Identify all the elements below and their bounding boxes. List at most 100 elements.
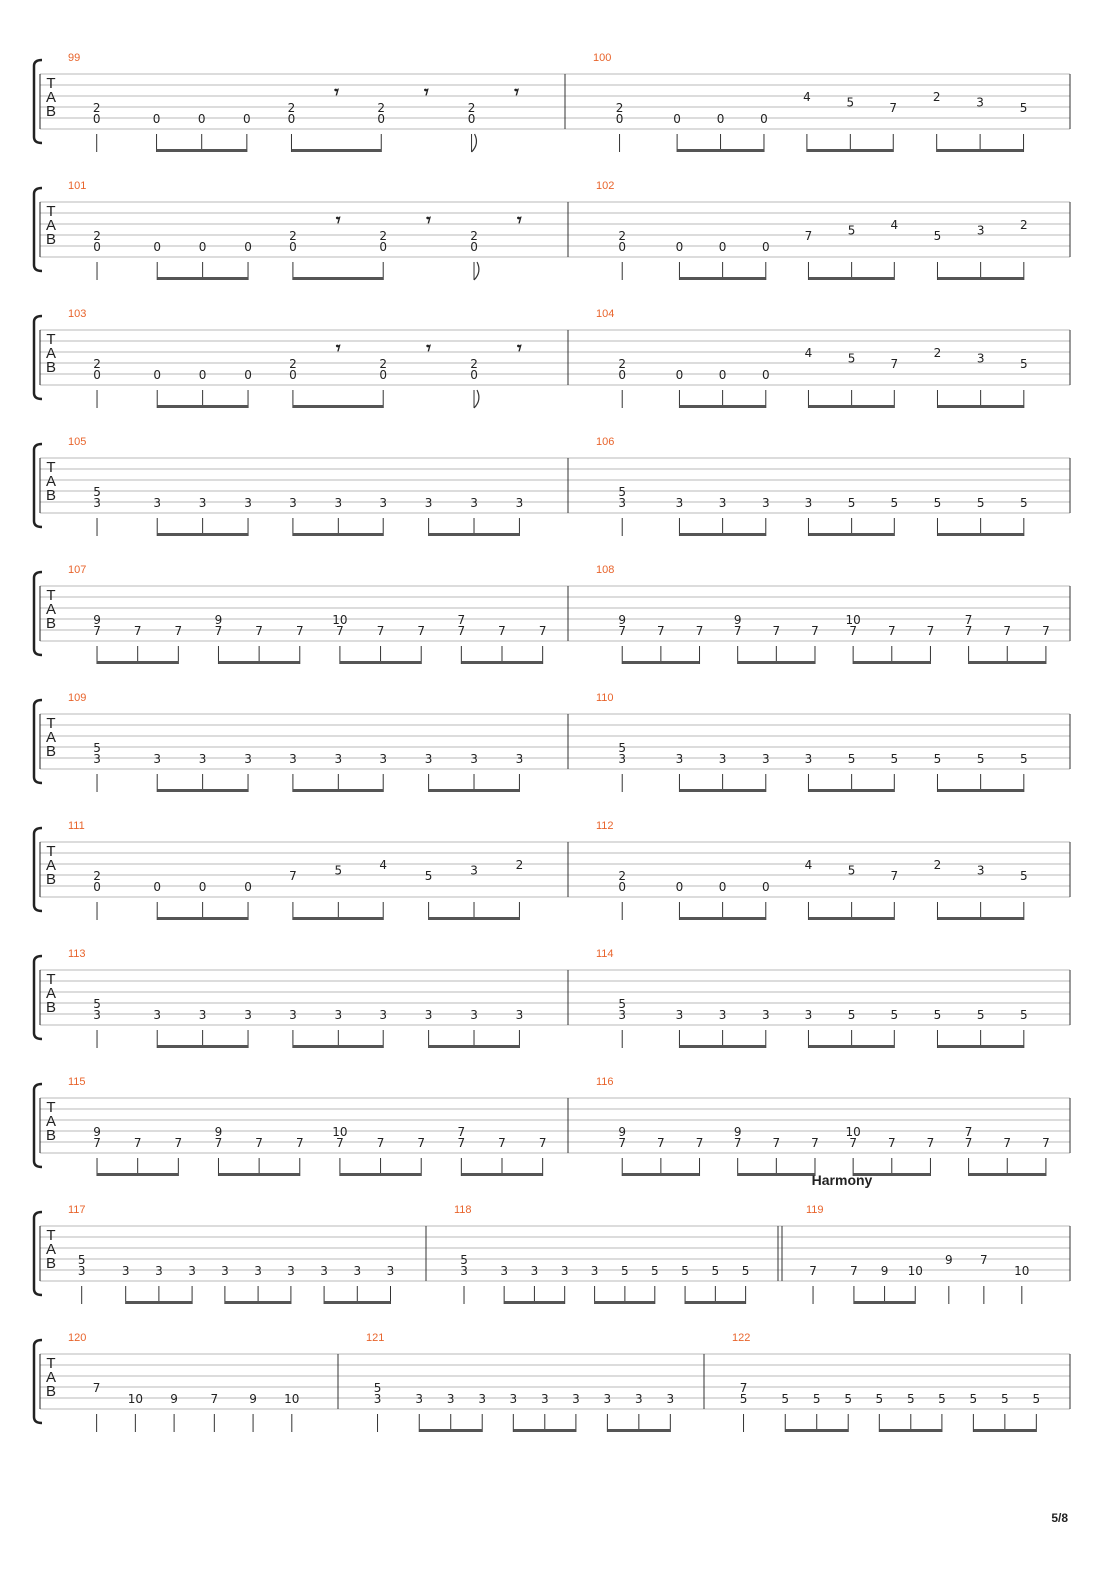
tab-clef-letter: B [46,103,56,120]
eighth-rest: 𝄾 [517,338,522,359]
fret-number: 5 [977,1008,985,1022]
fret-number: 3 [635,1392,643,1406]
fret-number: 0 [719,880,727,894]
fret-number: 0 [719,368,727,382]
fret-number: 4 [805,858,813,872]
beam [292,917,384,920]
fret-number: 3 [676,496,684,510]
beam [685,1301,746,1304]
fret-number: 7 [93,624,101,638]
fret-number: 3 [387,1264,395,1278]
fret-number: 5 [890,496,898,510]
fret-number: 7 [215,1136,223,1150]
beam [808,277,895,280]
fret-number: 5 [875,1392,883,1406]
beam [879,1429,942,1432]
fret-number: 7 [657,1136,665,1150]
fret-number: 0 [676,368,684,382]
tab-clef-letter: B [46,999,56,1016]
beam [622,661,700,664]
fret-number: 2 [470,357,478,371]
beam [224,1301,291,1304]
tab-clef-letter: A [46,1241,56,1258]
beam [679,405,766,408]
beam [428,789,520,792]
beam [936,149,1024,152]
fret-number: 3 [541,1392,549,1406]
beam [324,1301,391,1304]
fret-number: 3 [334,496,342,510]
fret-number: 0 [470,240,478,254]
fret-number: 0 [289,240,297,254]
fret-number: 9 [170,1392,178,1406]
fret-number: 3 [320,1264,328,1278]
system-bracket [32,954,43,1041]
fret-number: 9 [618,1125,626,1139]
fret-number: 7 [255,1136,263,1150]
fret-number: 3 [805,1008,813,1022]
fret-number: 7 [175,1136,183,1150]
fret-number: 3 [188,1264,196,1278]
fret-number: 9 [93,1125,101,1139]
measure-number: 116 [596,1076,614,1088]
tab-clef-letter: B [46,1127,56,1144]
beam [937,277,1024,280]
fret-number: 7 [215,624,223,638]
system-bracket [32,314,43,401]
fret-number: 5 [1001,1392,1009,1406]
beam [157,1045,249,1048]
fret-number: 0 [93,880,101,894]
tab-clef-letter: T [46,971,55,988]
fret-number: 7 [890,357,898,371]
fret-number: 10 [845,1125,860,1139]
beam [339,661,422,664]
fret-number: 3 [470,864,478,878]
beam [513,1429,576,1432]
fret-number: 3 [289,496,297,510]
fret-number: 5 [334,864,342,878]
fret-number: 5 [890,1008,898,1022]
beam [737,1173,815,1176]
beam [594,1301,655,1304]
fret-number: 7 [417,624,425,638]
tab-clef-letter: T [46,1099,55,1116]
tab-clef-letter: T [46,1355,55,1372]
fret-number: 9 [945,1253,953,1267]
fret-number: 7 [927,1136,935,1150]
fret-number: 7 [740,1381,748,1395]
tab-clef-letter: T [46,75,55,92]
beam [937,917,1024,920]
fret-number: 0 [153,368,161,382]
fret-number: 7 [696,624,704,638]
fret-number: 7 [458,1136,466,1150]
fret-number: 0 [676,880,684,894]
system-bracket [32,186,43,273]
fret-number: 7 [417,1136,425,1150]
fret-number: 3 [591,1264,599,1278]
fret-number: 3 [334,1008,342,1022]
fret-number: 3 [516,752,524,766]
beam [461,661,543,664]
fret-number: 2 [618,869,626,883]
tab-clef-letter: T [46,587,55,604]
fret-number: 0 [379,368,387,382]
fret-number: 3 [604,1392,612,1406]
beam [339,1173,422,1176]
beam [937,405,1024,408]
beam [853,1301,916,1304]
measure-number: 110 [596,692,614,704]
fret-number: 5 [651,1264,659,1278]
fret-number: 5 [848,352,856,366]
fret-number: 5 [938,1392,946,1406]
fret-number: 7 [805,229,813,243]
system-bracket [32,1338,43,1425]
fret-number: 3 [244,1008,252,1022]
fret-number: 7 [618,624,626,638]
fret-number: 5 [934,229,942,243]
fret-number: 0 [762,880,770,894]
fret-number: 3 [153,1008,161,1022]
